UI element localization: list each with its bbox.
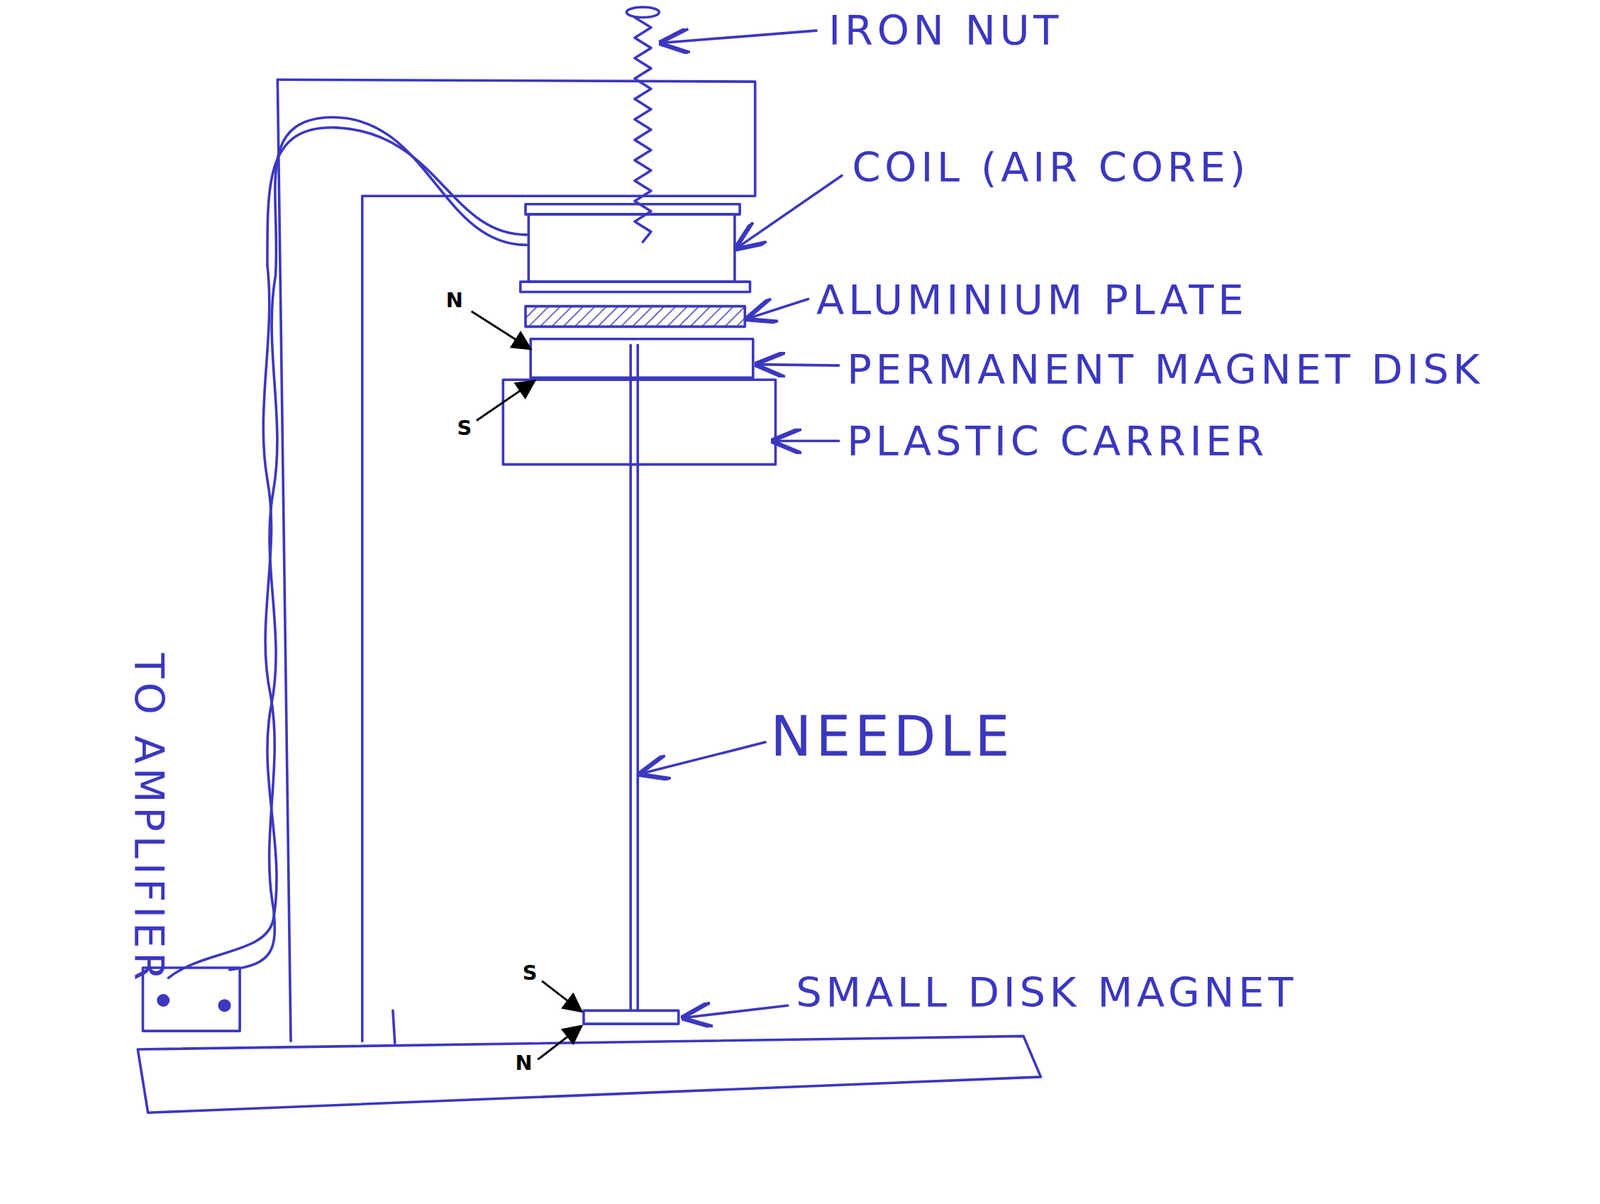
part-label: COIL (AIR CORE) (851, 144, 1250, 190)
pole-label: S (522, 960, 538, 984)
part-label: ALUMINIUM PLATE (816, 277, 1248, 322)
part-label: PERMANENT MAGNET DISK (846, 346, 1484, 392)
wire-label: TO AMPLIFIER (126, 653, 171, 985)
pole-label: N (515, 1051, 533, 1074)
part-label: NEEDLE (770, 706, 1014, 767)
part-label: SMALL DISK MAGNET (795, 969, 1298, 1015)
pole-label: S (457, 416, 473, 440)
part-label: PLASTIC CARRIER (846, 418, 1269, 464)
pole-label: N (446, 288, 464, 312)
part-label: IRON NUT (828, 8, 1063, 54)
